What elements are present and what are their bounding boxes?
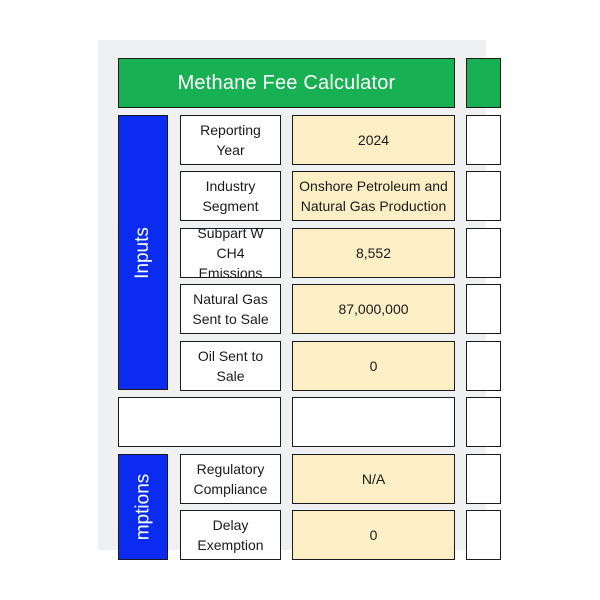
- spacer-side-cell: [466, 397, 501, 447]
- industry-segment-input[interactable]: Onshore Petroleum and Natural Gas Produc…: [292, 171, 455, 221]
- spacer-label-cell: [118, 397, 281, 447]
- title-side-cell: [466, 58, 501, 108]
- regulatory-compliance-input[interactable]: N/A: [292, 454, 455, 504]
- spacer-value-cell: [292, 397, 455, 447]
- delay-exemption-side-cell: [466, 510, 501, 560]
- natural-gas-sent-side-cell: [466, 284, 501, 334]
- industry-segment-label: Industry Segment: [180, 171, 281, 221]
- calculator-title: Methane Fee Calculator: [118, 58, 455, 108]
- exemptions-section-header: mptions: [118, 454, 168, 560]
- regulatory-compliance-side-cell: [466, 454, 501, 504]
- exemptions-section-label: mptions: [132, 473, 153, 541]
- oil-sent-label: Oil Sent to Sale: [180, 341, 281, 391]
- delay-exemption-input[interactable]: 0: [292, 510, 455, 560]
- subpart-w-emissions-label: Subpart W CH4 Emissions: [180, 225, 281, 281]
- regulatory-compliance-label: Regulatory Compliance: [180, 454, 281, 504]
- oil-sent-side-cell: [466, 341, 501, 391]
- inputs-section-header: Inputs: [118, 115, 168, 390]
- inputs-section-label: Inputs: [132, 226, 154, 279]
- delay-exemption-label: Delay Exemption: [180, 510, 281, 560]
- natural-gas-sent-label: Natural Gas Sent to Sale: [180, 284, 281, 334]
- reporting-year-side-cell: [466, 115, 501, 165]
- subpart-w-emissions-side-cell: [466, 228, 501, 278]
- reporting-year-input[interactable]: 2024: [292, 115, 455, 165]
- subpart-w-emissions-input[interactable]: 8,552: [292, 228, 455, 278]
- oil-sent-input[interactable]: 0: [292, 341, 455, 391]
- natural-gas-sent-input[interactable]: 87,000,000: [292, 284, 455, 334]
- industry-segment-side-cell: [466, 171, 501, 221]
- reporting-year-label: Reporting Year: [180, 115, 281, 165]
